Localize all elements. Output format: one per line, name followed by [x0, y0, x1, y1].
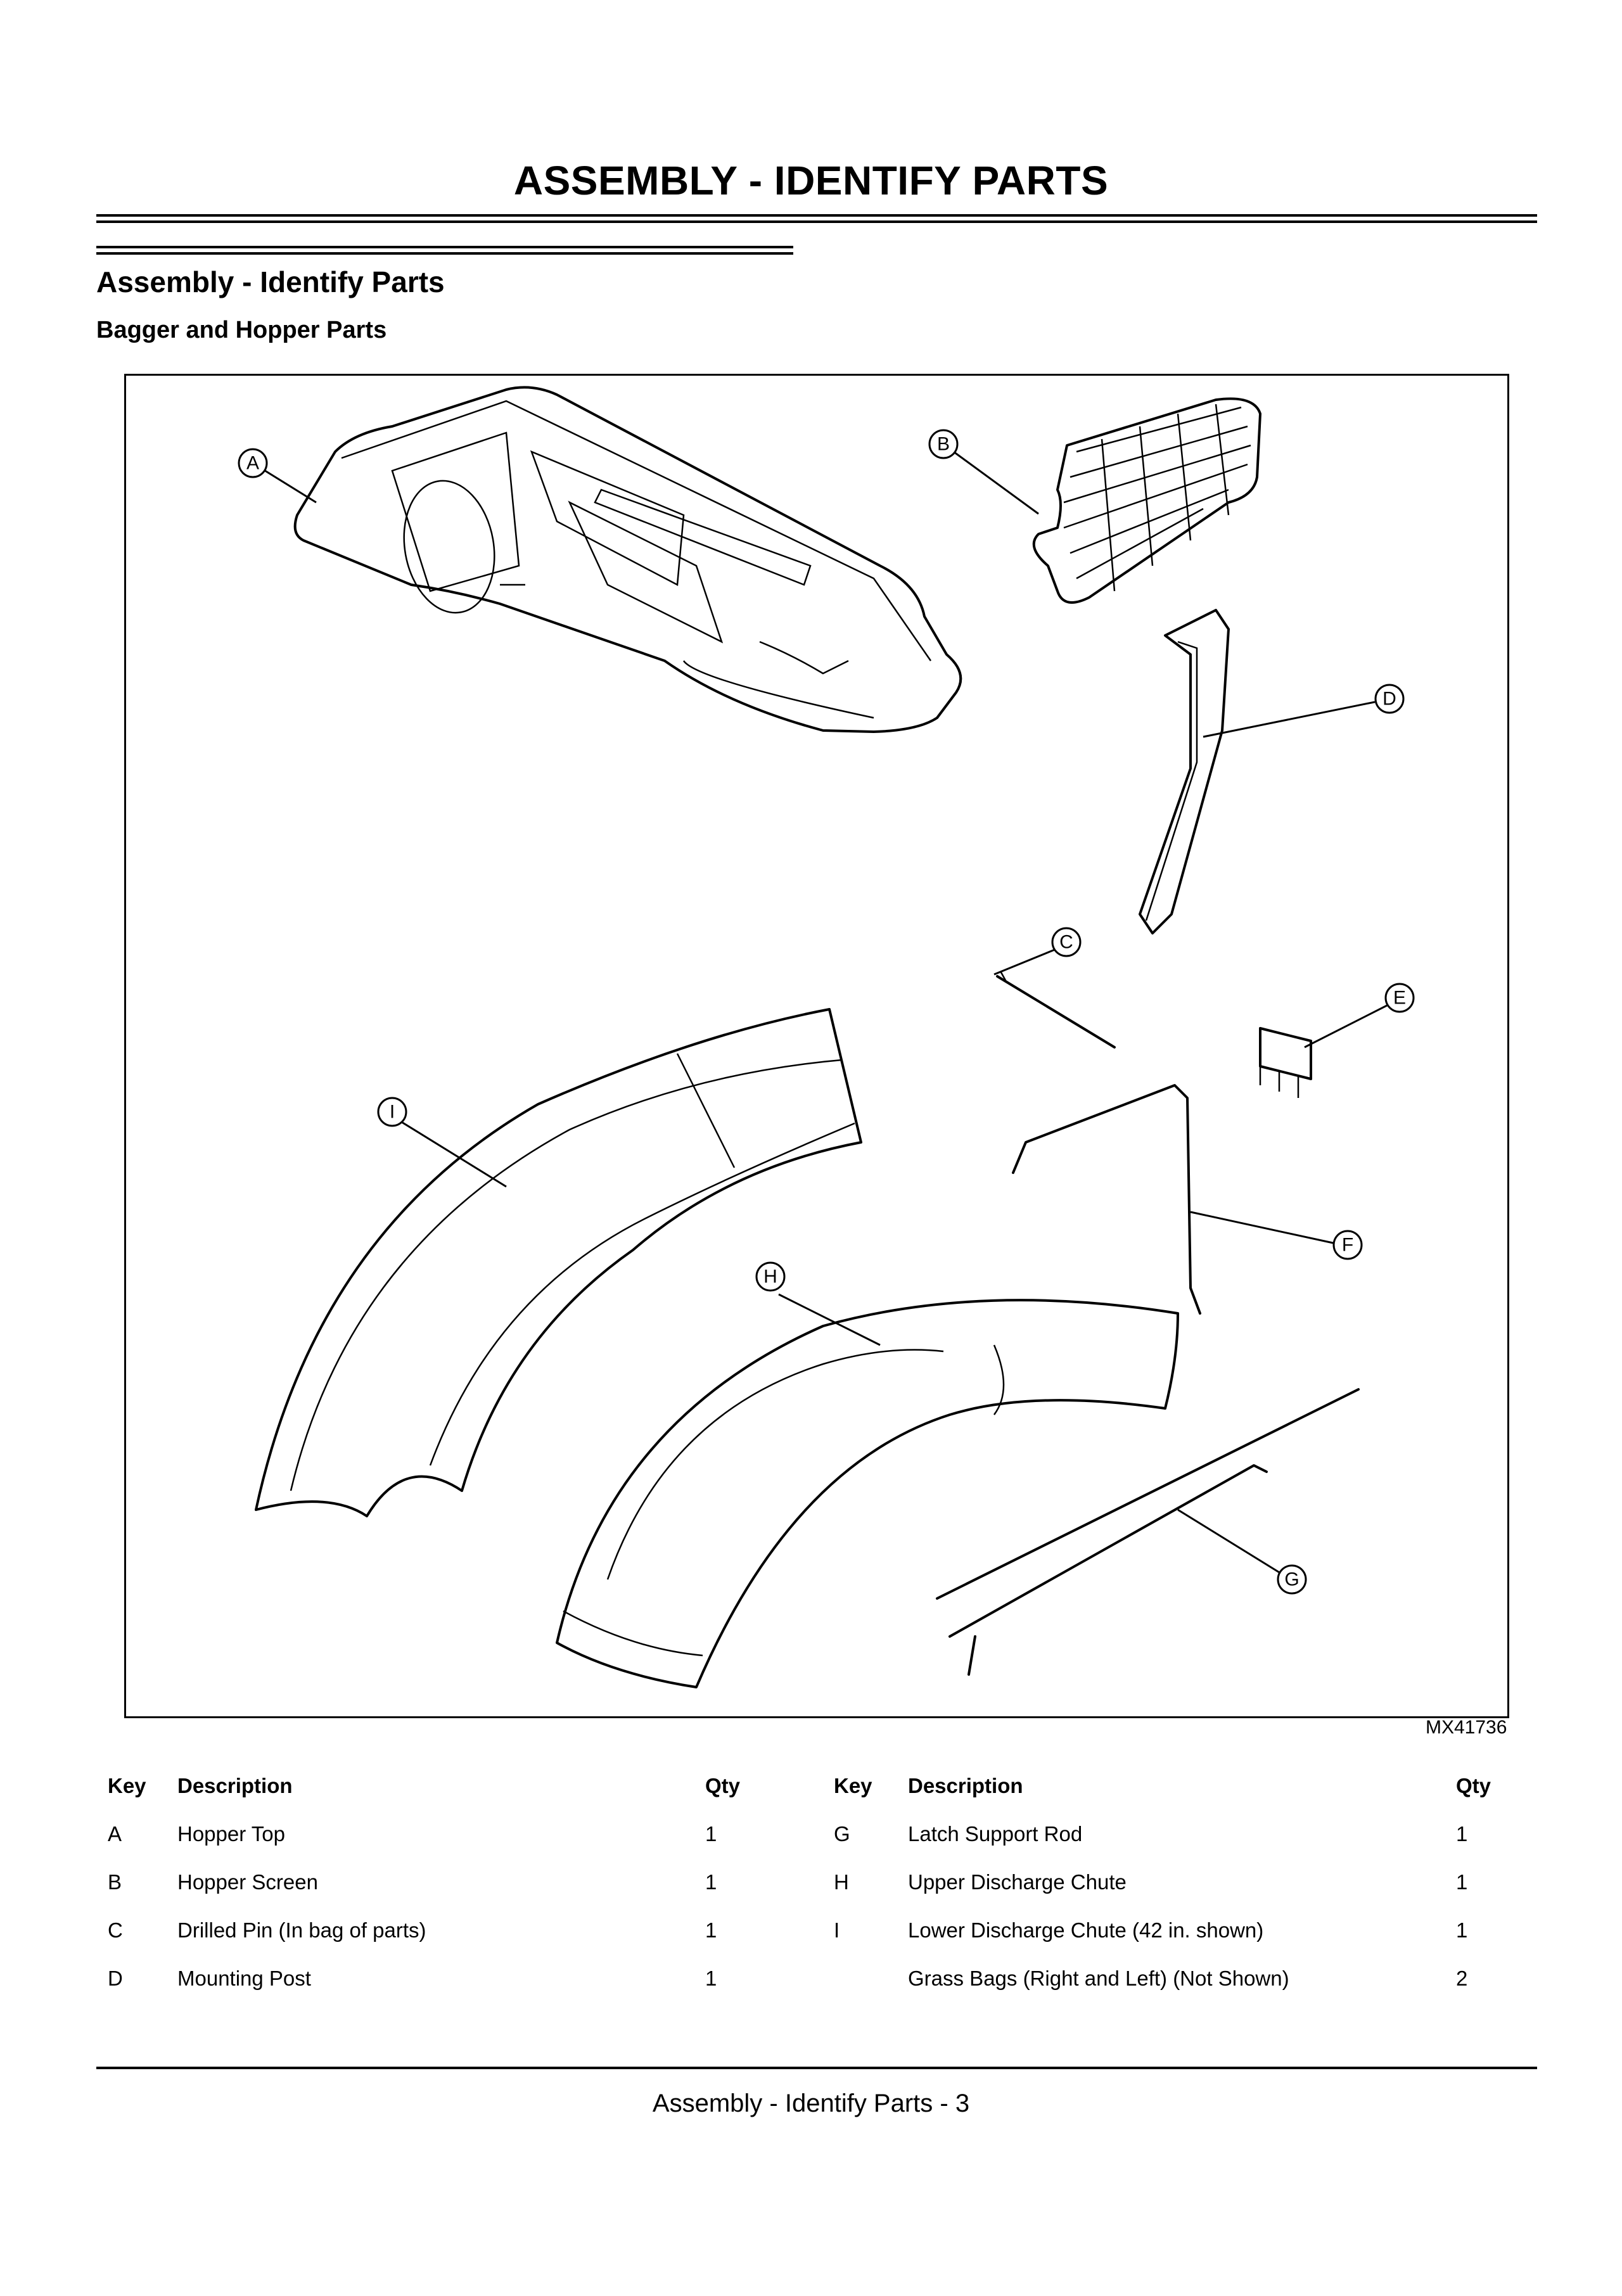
- row-qty: 1: [705, 1870, 717, 1894]
- title-rule-top: [96, 214, 1537, 217]
- section-rule-bottom: [96, 252, 793, 255]
- svg-text:I: I: [390, 1102, 395, 1123]
- lower-chute-drawing: [255, 1008, 862, 1517]
- svg-text:B: B: [937, 434, 950, 455]
- row-description: Grass Bags (Right and Left) (Not Shown): [908, 1967, 1289, 1990]
- page-footer: Assembly - Identify Parts - 3: [652, 2089, 970, 2117]
- row-key: G: [834, 1822, 850, 1846]
- row-description: Hopper Screen: [177, 1870, 318, 1894]
- header-qty: Qty: [1456, 1774, 1491, 1797]
- svg-text:C: C: [1059, 932, 1073, 953]
- hopper-top-drawing: [293, 386, 962, 733]
- latch-rod-drawing: [936, 1388, 1360, 1676]
- leader-e: [1304, 1003, 1390, 1049]
- parts-drawing: A B C D E F G H I: [238, 386, 1415, 1688]
- leader-g: [1177, 1508, 1286, 1578]
- row-key: D: [108, 1967, 123, 1990]
- drilled-pin-drawing: [996, 971, 1116, 1049]
- header-key: Key: [108, 1774, 146, 1797]
- hopper-screen-drawing: [1032, 397, 1261, 604]
- header-description: Description: [177, 1774, 293, 1797]
- mounting-post-drawing: [1139, 609, 1230, 934]
- svg-text:A: A: [246, 453, 259, 474]
- row-description: Hopper Top: [177, 1822, 286, 1846]
- svg-text:D: D: [1383, 689, 1396, 710]
- header-description: Description: [908, 1774, 1023, 1797]
- row-description: Mounting Post: [177, 1967, 311, 1990]
- footer-rule: [96, 2067, 1537, 2069]
- bracket-e-drawing: [1259, 1027, 1312, 1098]
- svg-text:H: H: [763, 1266, 777, 1287]
- row-key: H: [834, 1870, 849, 1894]
- title-rule-bottom: [96, 220, 1537, 223]
- row-qty: 1: [1456, 1870, 1468, 1894]
- callout-e: E: [1384, 983, 1415, 1013]
- row-description: Drilled Pin (In bag of parts): [177, 1918, 426, 1942]
- row-qty: 1: [705, 1918, 717, 1942]
- figure-id: MX41736: [1426, 1717, 1507, 1738]
- callout-a: A: [238, 448, 268, 478]
- parts-illustration: A B C D E F G H I: [124, 374, 1509, 1718]
- section-heading: Assembly - Identify Parts: [96, 265, 445, 298]
- callout-c: C: [1051, 927, 1082, 957]
- section-rule-top: [96, 246, 793, 248]
- sub-heading: Bagger and Hopper Parts: [96, 317, 387, 343]
- row-qty: 1: [1456, 1822, 1468, 1846]
- row-description: Lower Discharge Chute (42 in. shown): [908, 1918, 1264, 1942]
- table-row: B Hopper Screen 1 H Upper Discharge Chut…: [95, 1870, 1527, 1908]
- rod-f-drawing: [1012, 1084, 1201, 1315]
- leader-h: [778, 1293, 881, 1346]
- table-row: D Mounting Post 1 Grass Bags (Right and …: [95, 1967, 1527, 2005]
- upper-chute-drawing: [556, 1299, 1179, 1688]
- callout-h: H: [755, 1261, 786, 1292]
- table-row: A Hopper Top 1 G Latch Support Rod 1: [95, 1822, 1527, 1860]
- row-key: I: [834, 1918, 840, 1942]
- row-qty: 1: [705, 1967, 717, 1990]
- row-key: B: [108, 1870, 122, 1894]
- row-qty: 1: [705, 1822, 717, 1846]
- svg-text:G: G: [1284, 1569, 1299, 1590]
- callout-f: F: [1332, 1230, 1363, 1260]
- row-description: Upper Discharge Chute: [908, 1870, 1127, 1894]
- callout-g: G: [1277, 1564, 1307, 1595]
- row-qty: 2: [1456, 1967, 1468, 1990]
- table-header: Key Description Qty Key Description Qty: [95, 1774, 1527, 1812]
- leader-i: [398, 1119, 507, 1188]
- page-title: ASSEMBLY - IDENTIFY PARTS: [513, 158, 1109, 203]
- row-key: A: [108, 1822, 122, 1846]
- table-row: C Drilled Pin (In bag of parts) 1 I Lowe…: [95, 1918, 1527, 1956]
- row-qty: 1: [1456, 1918, 1468, 1942]
- svg-text:F: F: [1342, 1235, 1353, 1256]
- leader-f: [1190, 1211, 1337, 1245]
- callout-d: D: [1374, 684, 1405, 714]
- header-qty: Qty: [705, 1774, 741, 1797]
- leader-b: [953, 450, 1039, 515]
- row-key: C: [108, 1918, 123, 1942]
- svg-text:E: E: [1393, 988, 1406, 1009]
- callout-b: B: [928, 429, 959, 459]
- leader-d: [1203, 701, 1376, 738]
- callout-i: I: [377, 1097, 407, 1127]
- row-description: Latch Support Rod: [908, 1822, 1083, 1846]
- leader-c: [993, 948, 1057, 976]
- header-key: Key: [834, 1774, 872, 1797]
